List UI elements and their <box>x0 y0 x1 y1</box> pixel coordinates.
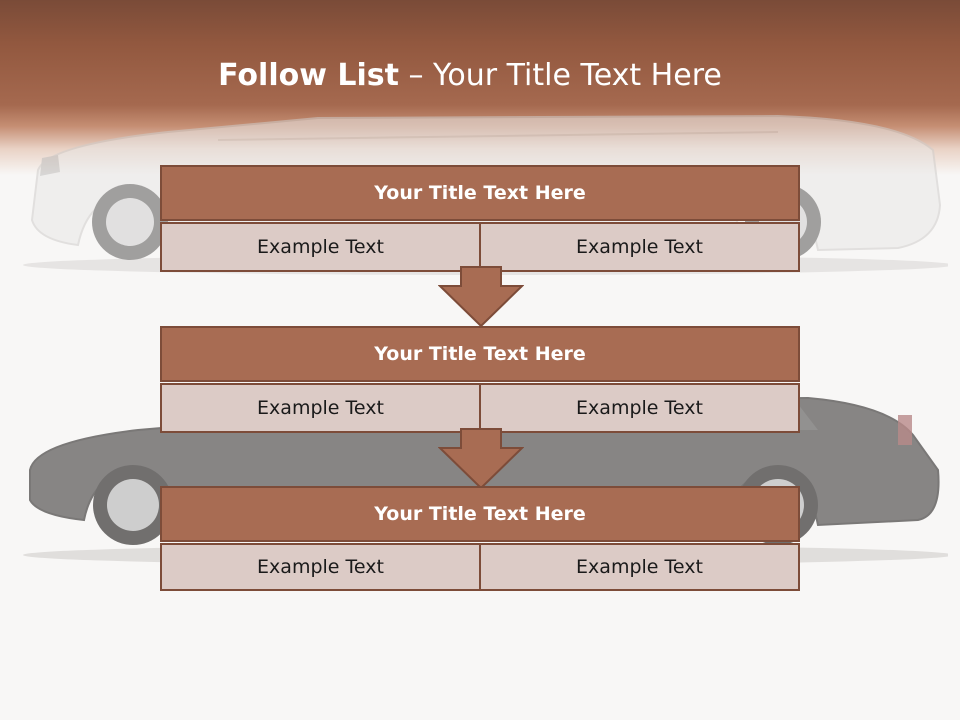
block-cell-left: Example Text <box>160 383 481 433</box>
down-arrow-icon <box>438 266 524 328</box>
block-title: Your Title Text Here <box>160 326 800 382</box>
list-block-2: Your Title Text Here Example Text Exampl… <box>160 326 800 433</box>
slide-title: Follow List – Your Title Text Here <box>0 56 940 96</box>
down-arrow-icon <box>438 428 524 490</box>
list-block-1: Your Title Text Here Example Text Exampl… <box>160 165 800 272</box>
block-row: Example Text Example Text <box>160 222 800 272</box>
block-title: Your Title Text Here <box>160 165 800 221</box>
block-cell-left: Example Text <box>160 222 481 272</box>
title-bold: Follow List <box>218 58 399 93</box>
block-cell-right: Example Text <box>481 543 800 591</box>
block-title: Your Title Text Here <box>160 486 800 542</box>
block-cell-right: Example Text <box>481 222 800 272</box>
block-cell-right: Example Text <box>481 383 800 433</box>
block-cell-left: Example Text <box>160 543 481 591</box>
block-row: Example Text Example Text <box>160 383 800 433</box>
block-row: Example Text Example Text <box>160 543 800 591</box>
title-rest: – Your Title Text Here <box>398 58 722 93</box>
list-block-3: Your Title Text Here Example Text Exampl… <box>160 486 800 591</box>
